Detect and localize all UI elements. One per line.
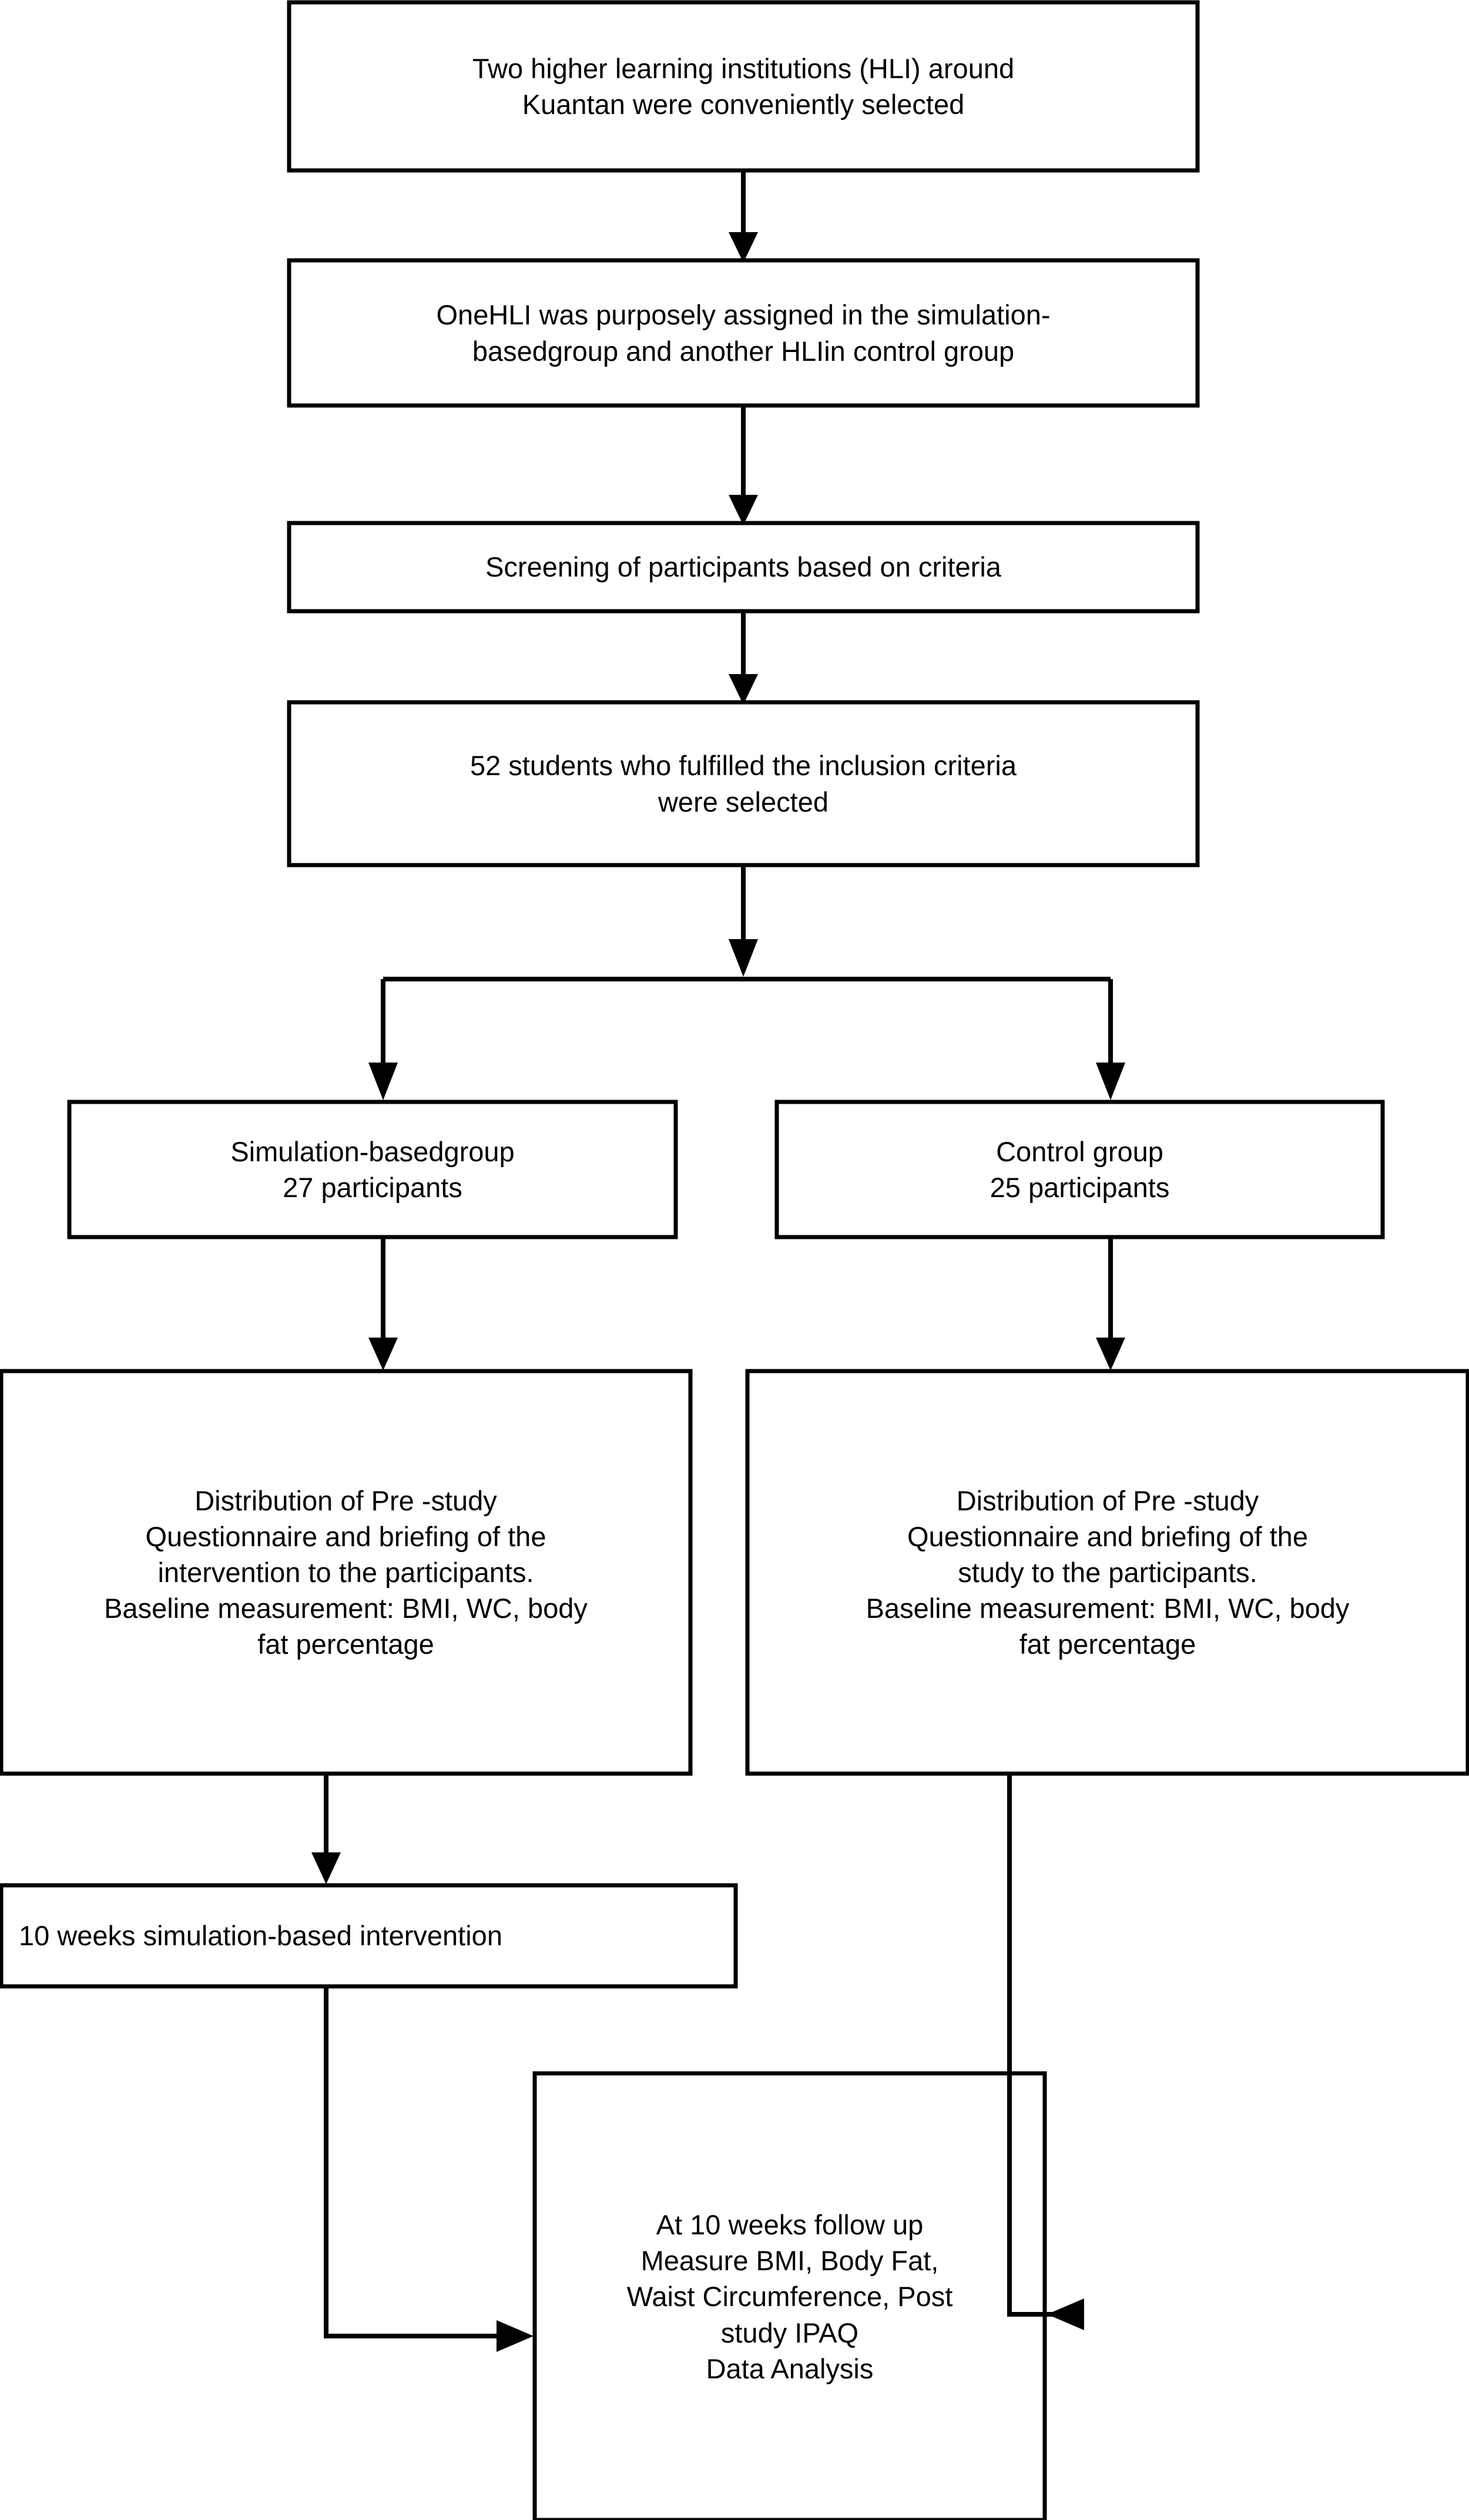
node-group-assignment-box <box>287 258 1200 408</box>
node-screening-box <box>287 521 1200 614</box>
edge-intervention-to-followup <box>324 1986 534 2352</box>
edge-baseline-to-intervention <box>311 1774 341 1884</box>
edge-assignment-to-screening <box>729 406 758 525</box>
node-control-baseline-box <box>745 1369 1469 1776</box>
edge-split-to-control <box>1096 979 1125 1100</box>
node-intervention-baseline-box <box>0 1369 693 1776</box>
edge-students-to-split <box>383 865 1111 981</box>
edge-control-to-baseline <box>1096 1237 1125 1370</box>
edge-hli-to-assignment <box>729 170 758 263</box>
edge-simulation-to-baseline <box>368 1237 398 1370</box>
edge-control-baseline-to-followup <box>1007 1774 1084 2330</box>
node-simulation-group-box <box>67 1100 678 1239</box>
node-ten-weeks-intervention-box <box>0 1883 738 1989</box>
node-hli-selection-box <box>287 0 1200 173</box>
edge-screening-to-students <box>729 611 758 705</box>
node-students-selected-box <box>287 700 1200 867</box>
node-control-group-box <box>774 1100 1385 1239</box>
edge-split-to-simulation <box>368 979 398 1100</box>
node-follow-up-box <box>532 2071 1047 2520</box>
